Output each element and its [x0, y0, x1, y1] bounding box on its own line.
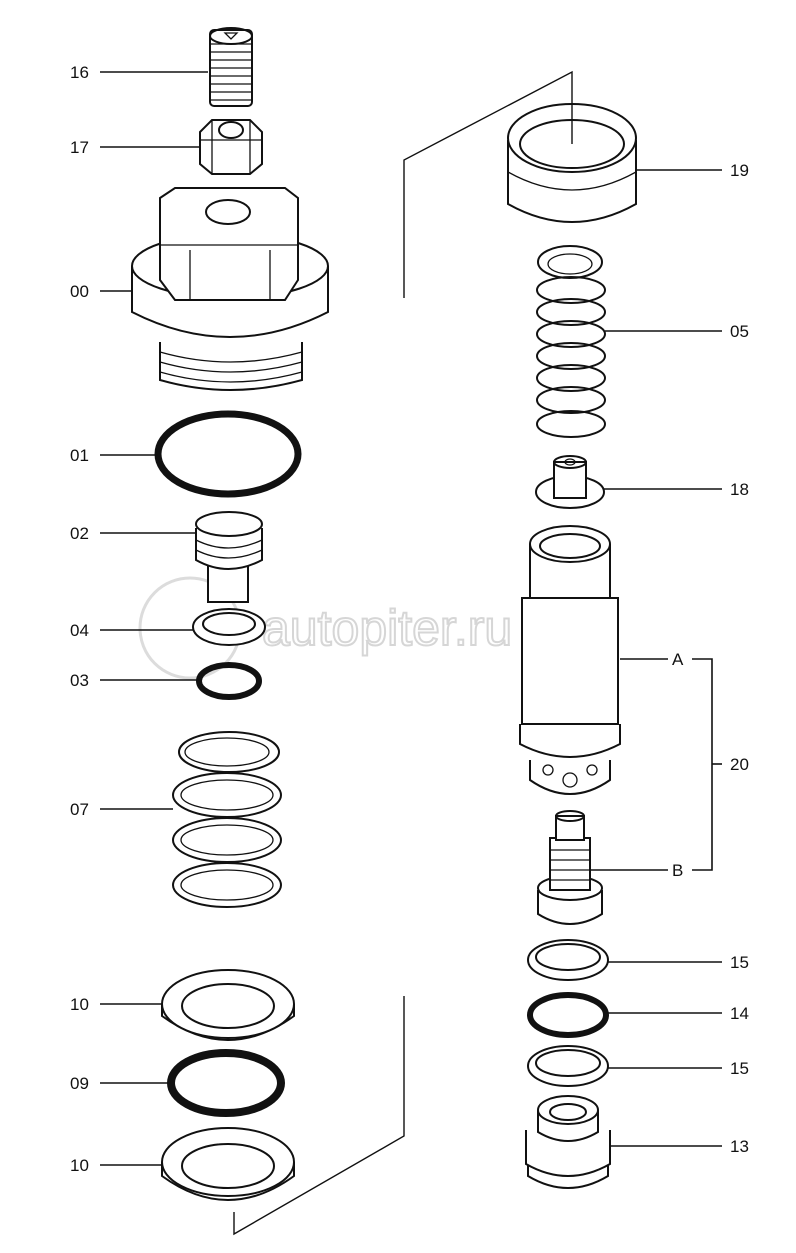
label-10-upper: 10: [70, 995, 89, 1014]
part-04-backup-ring: [192, 608, 266, 646]
label-09: 09: [70, 1074, 89, 1093]
label-15-lower: 15: [730, 1059, 749, 1078]
label-01: 01: [70, 446, 89, 465]
label-17: 17: [70, 138, 89, 157]
assembly-lines: [233, 70, 573, 1236]
part-15-backup-ring-lower: [527, 1045, 609, 1087]
label-b: B: [672, 861, 683, 880]
part-14-o-ring: [527, 992, 609, 1038]
label-10-lower: 10: [70, 1156, 89, 1175]
part-20-sleeve-a: [519, 525, 621, 795]
part-18-spring-seat: [535, 455, 605, 509]
leader-lines: [100, 71, 722, 1166]
part-09-o-ring: [167, 1049, 285, 1117]
label-03: 03: [70, 671, 89, 690]
part-02-poppet: [195, 511, 263, 603]
part-05-spring: [536, 245, 606, 438]
part-07-spring: [172, 731, 282, 908]
part-16-set-screw: [209, 27, 253, 107]
watermark-logo: autopiter.ru: [138, 576, 513, 680]
svg-text:autopiter.ru: autopiter.ru: [262, 600, 512, 656]
label-05: 05: [730, 322, 749, 341]
label-16: 16: [70, 63, 89, 82]
label-18: 18: [730, 480, 749, 499]
label-14: 14: [730, 1004, 749, 1023]
part-17-nut: [199, 119, 263, 175]
part-10-washer-lower: [161, 1127, 295, 1201]
label-07: 07: [70, 800, 89, 819]
label-a: A: [672, 650, 684, 669]
part-00-housing-plug: [131, 187, 329, 391]
part-20-spool-b: [537, 810, 603, 925]
label-15-upper: 15: [730, 953, 749, 972]
part-13-plug: [525, 1095, 611, 1189]
label-04: 04: [70, 621, 89, 640]
part-labels: 16 17 00 01 02 04 03 07 10 09 10 19 05 1…: [70, 63, 749, 1175]
label-20: 20: [730, 755, 749, 774]
part-10-washer-upper: [161, 969, 295, 1041]
part-15-backup-ring-upper: [527, 939, 609, 981]
label-00: 00: [70, 282, 89, 301]
part-01-o-ring: [154, 410, 302, 498]
label-19: 19: [730, 161, 749, 180]
label-13: 13: [730, 1137, 749, 1156]
part-03-o-ring: [196, 662, 262, 700]
label-02: 02: [70, 524, 89, 543]
